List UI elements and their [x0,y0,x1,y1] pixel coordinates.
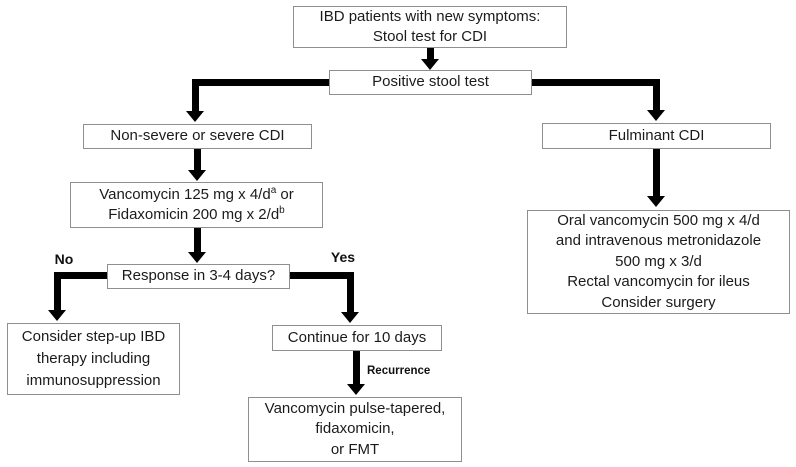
node-oral-line5: Consider surgery [601,293,716,311]
node-oral-line1: Oral vancomycin 500 mg x 4/d [557,211,760,229]
node-pulse-line2: fidaxomicin, [315,420,395,438]
connector-no-horizontal [57,272,108,279]
vanco-line1-or: or [276,185,294,203]
node-pulse-line3: or FMT [330,440,380,458]
vanco-line1-text: Vancomycin 125 mg x 4/d [99,185,271,203]
node-response-label: Response in 3-4 days? [121,267,276,285]
node-vancomycin-fidaxomicin: Vancomycin 125 mg x 4/da or Fidaxomicin … [70,182,323,228]
arrowhead-to-fulminant [647,110,665,121]
connector-positive-right-vertical [653,79,660,111]
node-continue-label: Continue for 10 days [287,328,427,346]
node-pulse-tapered: Vancomycin pulse-tapered, fidaxomicin, o… [248,397,462,462]
vanco-footnote-b: b [279,205,285,216]
node-ibd-line2: Stool test for CDI [372,28,488,45]
connector-positive-left-vertical [192,79,199,112]
connector-nonsevere-to-vanco [194,148,201,171]
connector-vanco-to-response [194,227,201,253]
node-positive-stool-test: Positive stool test [329,70,532,95]
vanco-footnote-a: a [270,184,277,196]
node-oral-line2: and intravenous metronidazole [555,232,762,250]
arrowhead-to-pulse [347,384,365,395]
node-oral-line4: Rectal vancomycin for ileus [567,273,750,291]
node-non-severe-cdi: Non-severe or severe CDI [83,124,312,149]
node-ibd-line1: IBD patients with new symptoms: [319,7,541,25]
edge-label-recurrence: Recurrence [367,365,431,377]
arrowhead-ibd-to-positive [421,59,439,70]
arrowhead-to-vanco [188,170,206,181]
connector-yes-horizontal [289,272,350,279]
node-stepup-line2: therapy including [36,350,151,367]
arrowhead-to-oral [647,196,665,207]
node-stepup-line1: Consider step-up IBD [21,328,166,345]
connector-positive-right-horizontal [531,79,658,86]
edge-label-no: No [54,251,74,267]
arrowhead-to-stepup [48,310,66,321]
node-stepup-therapy: Consider step-up IBD therapy including i… [7,323,180,395]
node-fulminant-cdi: Fulminant CDI [542,123,771,149]
edge-label-yes: Yes [330,249,356,265]
arrowhead-to-continue [341,312,359,323]
node-oral-vancomycin: Oral vancomycin 500 mg x 4/d and intrave… [527,210,790,314]
node-ibd-patients: IBD patients with new symptoms: Stool te… [293,6,567,48]
node-fulminant-label: Fulminant CDI [608,126,705,144]
connector-yes-vertical [347,272,354,313]
node-response-question: Response in 3-4 days? [107,264,290,289]
node-stepup-line3: immunosuppression [26,372,161,389]
vanco-line2-text: Fidaxomicin 200 mg x 2/d [108,206,280,223]
connector-continue-to-pulse [353,351,360,385]
connector-no-vertical [54,272,61,311]
node-vanco-line1: Vancomycin 125 mg x 4/da or [99,185,294,206]
node-oral-line3: 500 mg x 3/d [615,252,702,270]
arrowhead-to-nonsevere [186,111,204,122]
connector-positive-left-horizontal [195,79,330,86]
node-nonsevere-label: Non-severe or severe CDI [110,127,285,145]
node-vanco-line2: Fidaxomicin 200 mg x 2/db [108,205,284,226]
node-positive-label: Positive stool test [372,73,489,91]
connector-ibd-to-positive [427,48,434,61]
node-pulse-line1: Vancomycin pulse-tapered, [264,399,446,417]
arrowhead-to-response [188,252,206,263]
connector-fulminant-to-oral [653,149,660,197]
node-continue-10-days: Continue for 10 days [272,325,442,351]
